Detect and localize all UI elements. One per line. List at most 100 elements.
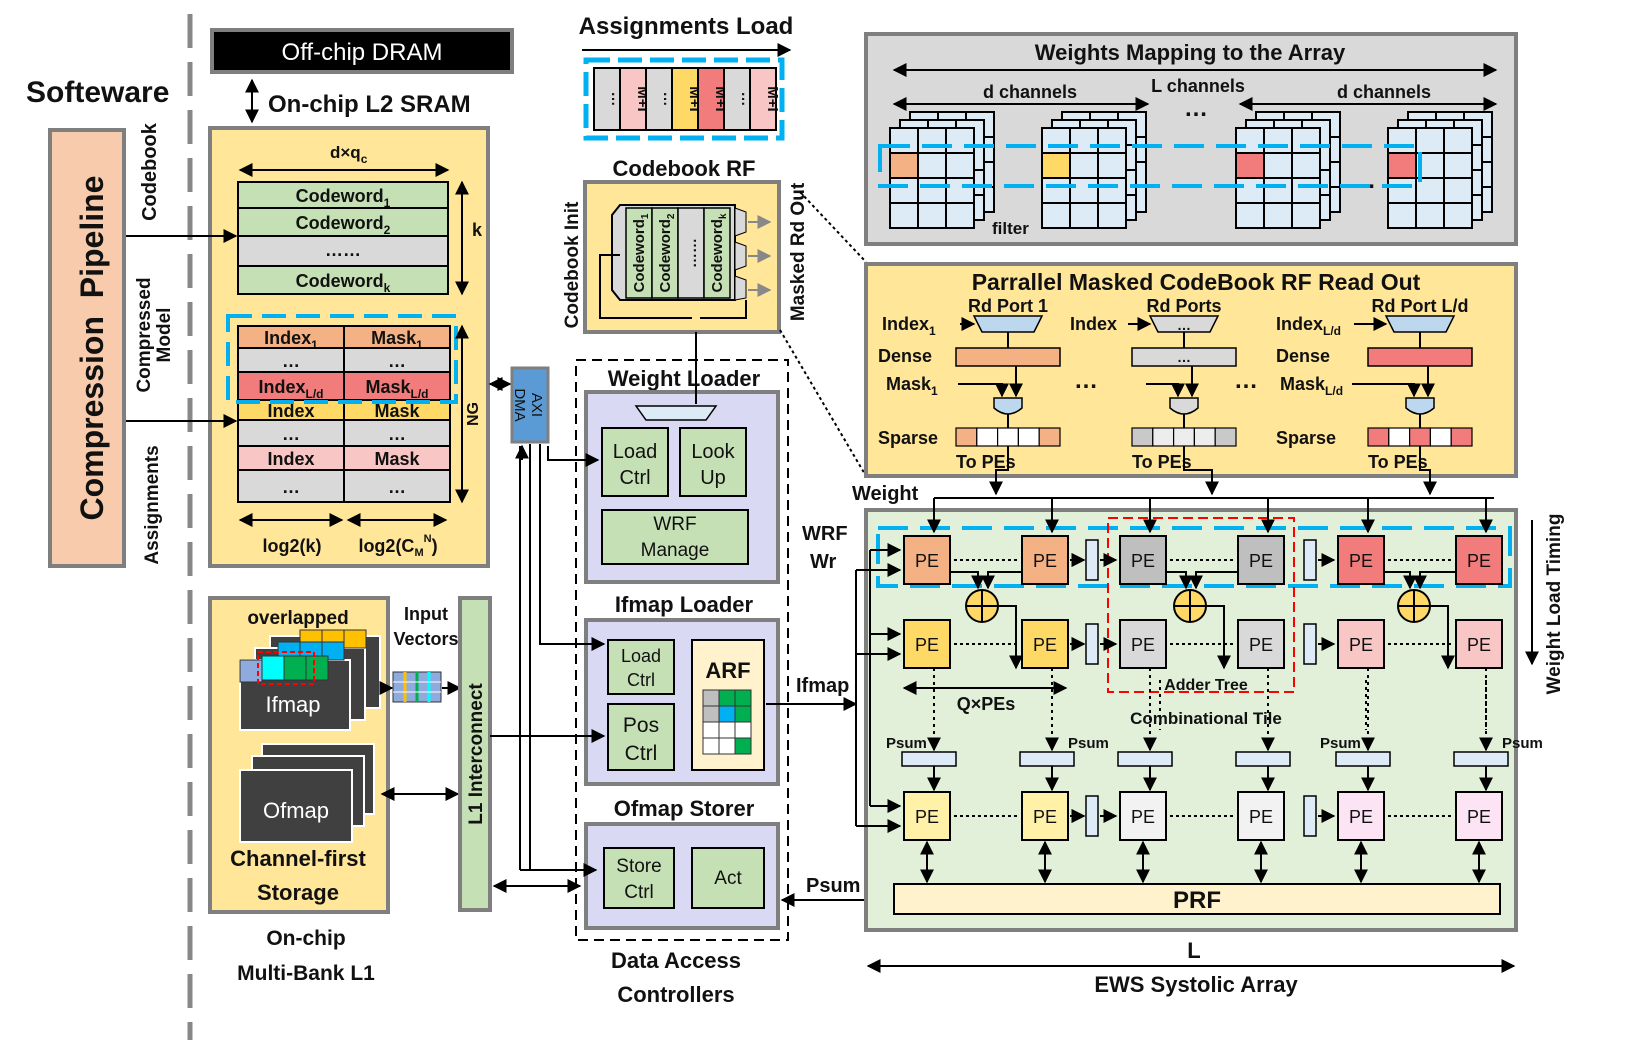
pipeline-register [1085,623,1099,665]
assign-cell-left: … [282,424,300,444]
il-load-ctrl-box [607,639,675,695]
pe-row1-highlight [876,526,1512,588]
svg-text:PE: PE [1467,551,1491,571]
sparse-cell [1429,427,1452,447]
act-label: Act [714,868,742,889]
codeword-2: Codeword2 [296,213,391,237]
software-label: Softeware [26,76,169,109]
svg-text:…: … [1177,349,1191,365]
filter-stack [889,111,995,229]
store-ctrl-label-2: Ctrl [624,882,654,903]
combinational-tile-label: Combinational Tile [1130,709,1282,728]
rf-word-1: Codeword1 [631,213,651,292]
assign-cell-right: Mask [374,449,420,469]
svg-text:PE: PE [1131,551,1155,571]
sparse-cell [996,427,1019,447]
assign-cell-right: … [388,424,406,444]
sparse-label: Sparse [1276,428,1336,448]
weights-highlight [878,144,1422,188]
d-channels-label-left: d channels [983,82,1077,102]
rd-port-label: Rd Ports [1146,296,1221,316]
pe: PE [1237,619,1285,669]
combinational-tile-frame [1107,517,1295,693]
assign-row: …… [237,469,451,503]
pe: PE [1455,535,1503,585]
ifmap-label: Ifmap [265,692,320,717]
filter-stack [1235,111,1341,229]
assign-strip-cell [697,67,725,131]
codebook-side-label: Codebook [139,122,161,221]
pe: PE [1119,619,1167,669]
rf-word-k: Codewordk [709,213,729,292]
weight-loader-label: Weight Loader [608,366,761,391]
pipeline-register [1085,795,1099,837]
codebook-table: Codeword1 Codeword2 …… Codewordk [237,181,449,295]
assign-cell-right: Mask [374,401,420,421]
arf-grid [702,689,752,755]
assign-cell-right: … [388,351,406,371]
sparse-cell [1038,427,1061,447]
axi-dma-box [510,366,550,444]
assign-cell-left: IndexL/d [258,377,323,401]
d-channels-label-right: d channels [1337,82,1431,102]
assign-strip-label: M+I [764,86,781,111]
input-vectors-label-2: Vectors [393,629,458,649]
l1-interconnect-box [458,596,492,912]
dram-label: Off-chip DRAM [282,39,443,66]
pe: PE [1337,535,1385,585]
mask-gate [993,397,1023,415]
l1-interconnect-label: L1 Interconnect [466,683,487,825]
pe: PE [903,535,951,585]
svg-text:PE: PE [915,635,939,655]
rd-port-label: Rd Port 1 [968,296,1048,316]
dense-label: Dense [1276,346,1330,366]
sparse-cell [1388,427,1411,447]
assign-cell-right: MaskL/d [365,377,428,401]
il-load-ctrl-label-1: Load [621,646,661,666]
sparse-label: Sparse [878,428,938,448]
input-vector-grid [392,671,442,703]
index-label: Index1 [882,314,936,338]
pos-ctrl-label-2: Ctrl [625,742,658,765]
mask-gate [1405,397,1435,415]
svg-text:PE: PE [1131,635,1155,655]
svg-text:PE: PE [1349,635,1373,655]
ifmap-arrow-label: Ifmap [796,675,849,697]
sparse-cell [1172,427,1195,447]
input-vectors-label-1: Input [404,604,448,624]
log2cm-label: log2(CMN) [358,533,437,559]
pipeline-register [1085,539,1099,581]
assign-strip-cell [749,67,777,131]
ews-caption: EWS Systolic Array [1094,972,1298,997]
weights-mapping-title: Weights Mapping to the Array [1035,40,1346,65]
pos-ctrl-label-1: Pos [623,714,659,737]
assign-strip-highlight [583,57,785,141]
adder [1173,589,1207,623]
ifmap-loader-label: Ifmap Loader [615,592,754,617]
wrf-manage-box [601,509,749,565]
mask-label: MaskL/d [1280,374,1343,398]
dxqc-label: d×qc [330,143,368,166]
pe: PE [1337,619,1385,669]
rd-port-3: Rd Port L/dIndexL/dDenseMaskL/dSparseTo … [1276,296,1473,496]
pm-ellipsis-1: … [1074,367,1098,394]
channel-first-label-1: Channel-first [230,846,366,871]
svg-text:PE: PE [915,551,939,571]
overlapped-label: overlapped [247,608,348,629]
rd-port-label: Rd Port L/d [1372,296,1469,316]
dense-vector [955,347,1061,367]
store-ctrl-box [603,847,675,909]
act-box [691,847,765,909]
ifmap-stack: Ifmap [239,629,381,731]
svg-text:…: … [1177,317,1191,333]
assign-load-label: Assignments Load [579,13,794,40]
psum-label: Psum [1502,735,1543,752]
pe: PE [1455,619,1503,669]
dac-caption-2: Controllers [617,982,734,1007]
dense-label: Dense [878,346,932,366]
